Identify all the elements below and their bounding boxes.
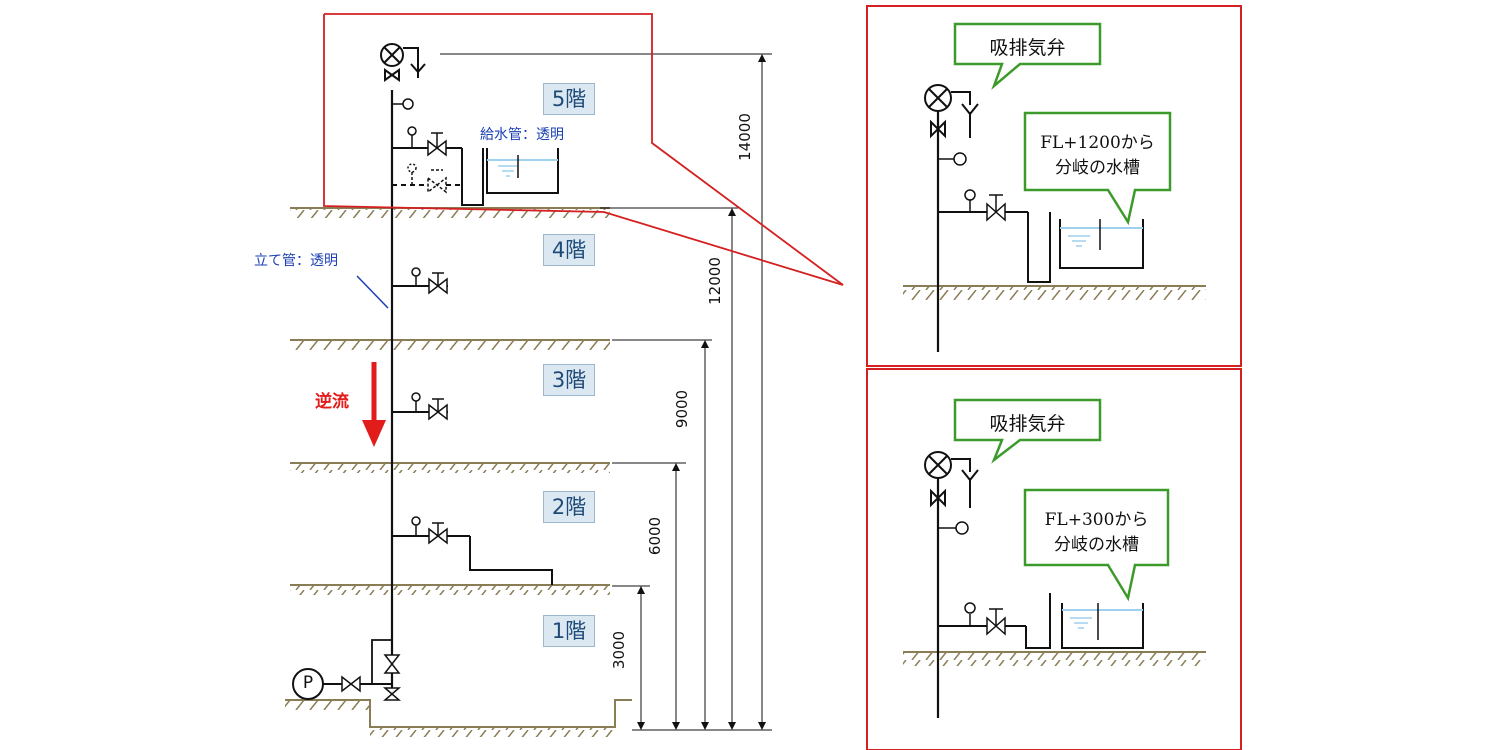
callout-bubble-tank-bottom	[1023, 488, 1170, 602]
dimension-6000: 6000	[646, 516, 664, 556]
floor-label-3f: 3階	[543, 364, 595, 396]
callout-bubble-valve-top	[953, 22, 1102, 90]
floor-slabs	[285, 207, 632, 737]
branch-5f-upper	[392, 126, 484, 206]
callout-bubble-tank-top	[1023, 111, 1172, 226]
callout-tank-line2-bottom: 分岐の水槽	[1054, 535, 1139, 555]
branch-3f	[392, 392, 448, 421]
floor-slab-2	[290, 584, 610, 595]
floor-label-5f: 5階	[543, 83, 595, 115]
floor-slab-4	[290, 339, 610, 350]
callout-tank-line1-bottom: FL+300から	[1044, 510, 1149, 530]
water-tank-5f	[486, 148, 559, 194]
basement-ground	[285, 699, 632, 737]
dimension-9000: 9000	[673, 389, 691, 429]
floor-slab-3	[290, 462, 610, 473]
dimension-12000: 12000	[706, 257, 724, 305]
dimension-14000: 14000	[736, 113, 754, 161]
dimension-3000: 3000	[610, 630, 628, 670]
floor-label-4f: 4階	[543, 234, 595, 266]
riser-pipe-label: 立て管：透明	[254, 253, 338, 269]
branch-5f-lower-dashed	[392, 163, 462, 194]
pump-label: P	[302, 673, 314, 693]
callout-tank-line2-top: 分岐の水槽	[1055, 158, 1140, 178]
callout-tank-line1-top: FL+1200から	[1040, 133, 1155, 153]
floor-label-1f: 1階	[543, 615, 595, 647]
riser-leader-line	[356, 275, 389, 309]
highlight-frame	[323, 13, 844, 286]
callout-valve-text-top: 吸排気弁	[989, 37, 1066, 59]
branch-4f	[392, 267, 448, 295]
pump-assembly	[292, 639, 402, 701]
air-valve-icon	[380, 43, 426, 110]
dimension-lines	[440, 53, 772, 731]
callout-valve-text-bottom: 吸排気弁	[989, 413, 1066, 435]
callout-bubble-valve-bottom	[953, 398, 1102, 464]
backflow-arrow-icon	[362, 362, 386, 447]
branch-2f	[392, 516, 553, 585]
supply-pipe-label: 給水管：透明	[480, 127, 564, 143]
floor-label-2f: 2階	[543, 491, 595, 523]
backflow-label: 逆流	[315, 392, 349, 412]
